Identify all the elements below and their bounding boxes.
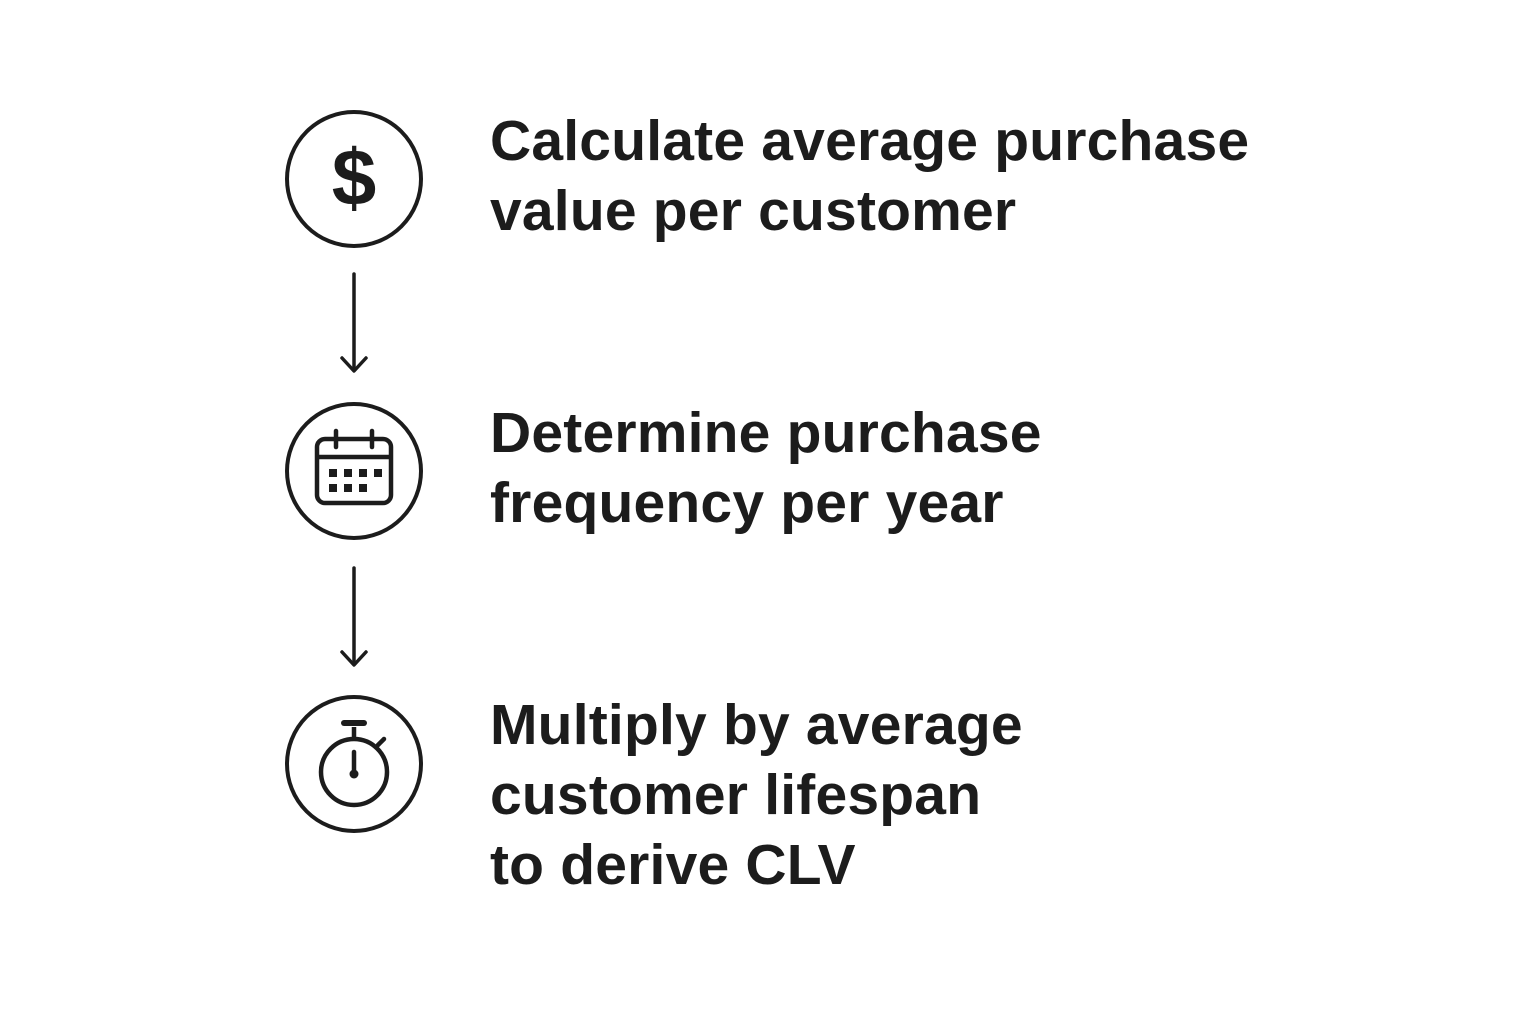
step-1-text: Calculate average purchase value per cus… [490,106,1390,246]
svg-text:$: $ [332,133,377,222]
step-3-text: Multiply by average customer lifespan to… [490,690,1390,900]
dollar-icon: $ [285,110,423,248]
arrow-down-icon [336,566,372,670]
step-1-line-1: Calculate average purchase [490,109,1250,173]
arrow-down-icon [336,272,372,376]
step-3-line-3: to derive CLV [490,833,856,897]
step-3-line-1: Multiply by average [490,693,1023,757]
calendar-icon [285,402,423,540]
step-2-line-1: Determine purchase [490,401,1042,465]
step-2-text: Determine purchase frequency per year [490,398,1390,538]
step-2-line-2: frequency per year [490,471,1004,535]
step-3-icon-circle [284,694,424,834]
step-1-line-2: value per customer [490,179,1017,243]
step-2-icon-circle [284,401,424,541]
stopwatch-icon [285,695,423,833]
step-1-icon-circle: $ [284,109,424,249]
step-3-line-2: customer lifespan [490,763,982,827]
